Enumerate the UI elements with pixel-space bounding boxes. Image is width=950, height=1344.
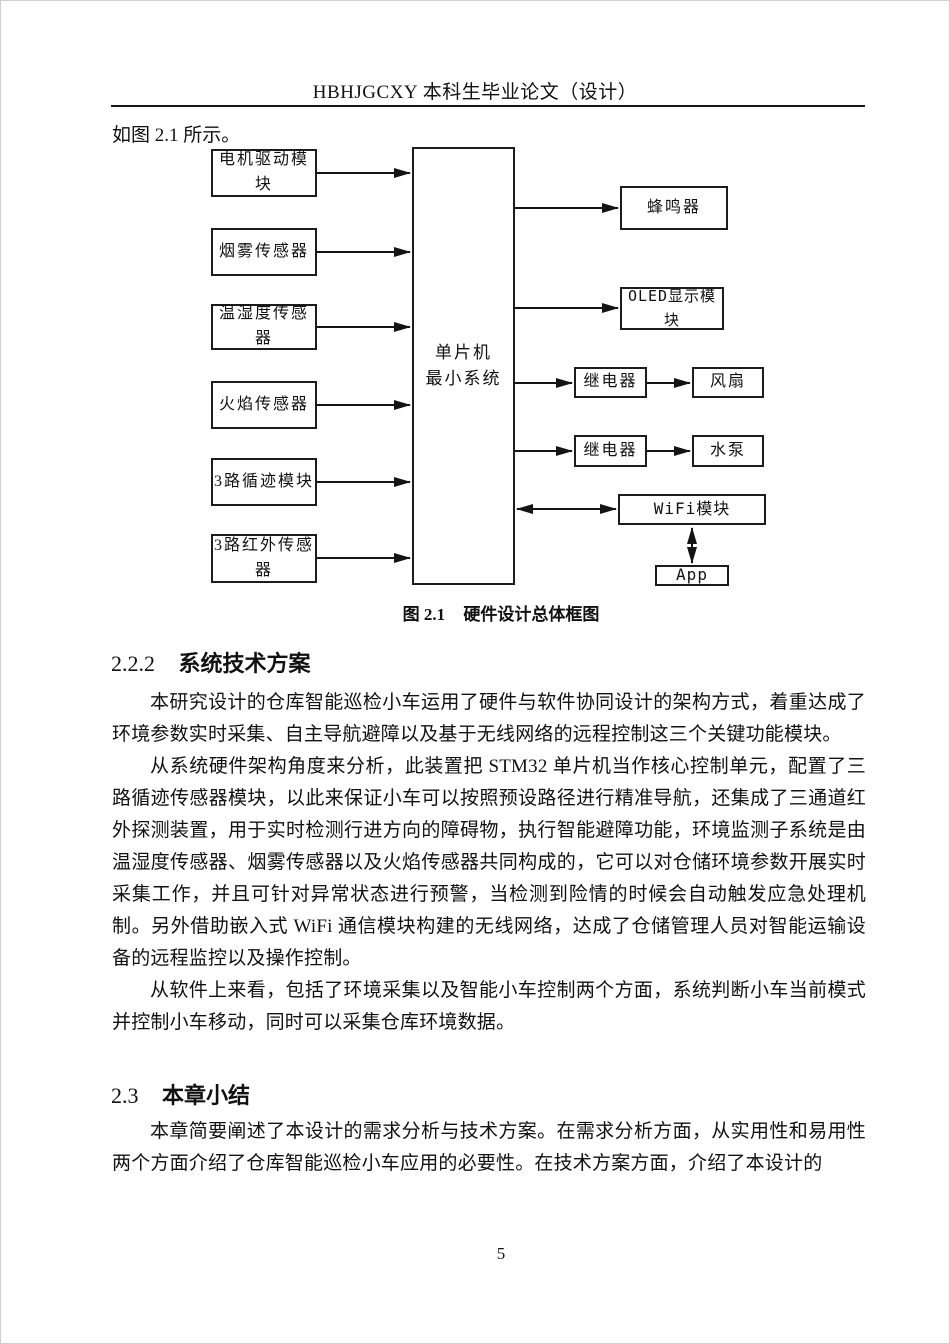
section-title: 系统技术方案 xyxy=(178,651,311,676)
figure-caption-number: 图 2.1 xyxy=(402,605,446,624)
section-heading-2-2-2: 2.2.2 系统技术方案 xyxy=(111,646,311,678)
figure-caption: 图 2.1 硬件设计总体框图 xyxy=(111,600,891,625)
header-divider xyxy=(111,105,865,107)
diagram-box-motor-driver: 电机驱动模块 xyxy=(211,149,317,197)
diagram-box-flame-sensor: 火焰传感器 xyxy=(211,381,317,429)
diagram-box-relay-2: 继电器 xyxy=(574,435,647,467)
intro-sentence: 如图 2.1 所示。 xyxy=(112,125,241,146)
section-2-2-2-body: 本研究设计的仓库智能巡检小车运用了硬件与软件协同设计的架构方式，着重达成了环境参… xyxy=(112,687,866,1039)
diagram-box-app: App xyxy=(655,565,729,586)
diagram-box-temp-humidity: 温湿度传感器 xyxy=(211,304,317,350)
diagram-box-smoke-sensor: 烟雾传感器 xyxy=(211,228,317,276)
section-2-3-body: 本章简要阐述了本设计的需求分析与技术方案。在需求分析方面，从实用性和易用性两个方… xyxy=(112,1116,866,1180)
diagram-box-buzzer: 蜂鸣器 xyxy=(620,186,728,230)
figure-caption-title: 硬件设计总体框图 xyxy=(463,605,600,624)
diagram-box-infrared: 3路红外传感器 xyxy=(211,534,317,583)
diagram-arrows xyxy=(317,168,697,564)
diagram-box-mcu: 单片机 最小系统 xyxy=(412,147,515,585)
page-number: 5 xyxy=(496,1244,506,1263)
diagram-box-line-tracking: 3路循迹模块 xyxy=(211,458,317,506)
diagram-box-water-pump: 水泵 xyxy=(692,435,764,467)
paragraph: 本章简要阐述了本设计的需求分析与技术方案。在需求分析方面，从实用性和易用性两个方… xyxy=(112,1121,866,1174)
section-title: 本章小结 xyxy=(162,1083,251,1108)
section-number: 2.3 xyxy=(111,1083,139,1108)
diagram-box-fan: 风扇 xyxy=(692,367,764,398)
paragraph: 从软件上来看，包括了环境采集以及智能小车控制两个方面，系统判断小车当前模式并控制… xyxy=(112,980,866,1033)
paragraph: 本研究设计的仓库智能巡检小车运用了硬件与软件协同设计的架构方式，着重达成了环境参… xyxy=(112,692,866,745)
diagram-box-relay-1: 继电器 xyxy=(574,367,647,398)
diagram-box-wifi-module: WiFi模块 xyxy=(618,494,766,525)
paragraph: 从系统硬件架构角度来分析，此装置把 STM32 单片机当作核心控制单元，配置了三… xyxy=(112,756,866,969)
section-heading-2-3: 2.3 本章小结 xyxy=(111,1078,250,1110)
diagram-box-oled: OLED显示模块 xyxy=(620,287,724,330)
figure-hardware-block-diagram: 电机驱动模块烟雾传感器温湿度传感器火焰传感器 3路循迹模块 3路红外传感器 单片机 最… xyxy=(1,1,949,621)
page-header-title: HBHJGCXY 本科生毕业论文（设计） xyxy=(312,82,638,103)
section-number: 2.2.2 xyxy=(111,651,155,676)
